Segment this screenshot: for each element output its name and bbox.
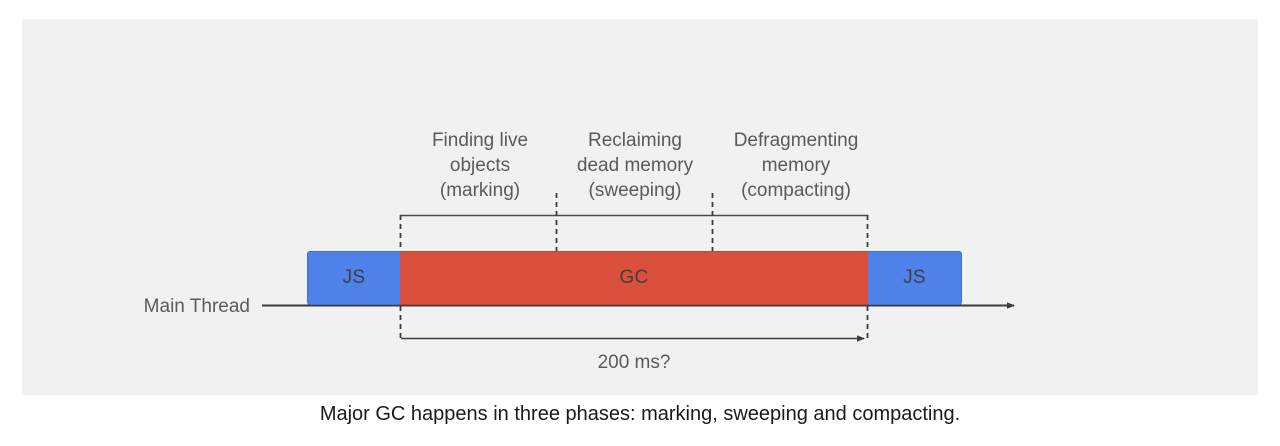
timeline-segment-gc: GC: [400, 251, 868, 305]
phase-label-marking: Finding live objects (marking): [431, 130, 529, 201]
slide-panel: [22, 19, 1258, 395]
timeline-segment-js-left: JS: [307, 251, 400, 305]
gc-duration-label: 200 ms?: [597, 352, 671, 373]
phase-label-compacting: Defragmenting memory (compacting): [733, 130, 859, 201]
main-thread-label: Main Thread: [143, 296, 250, 317]
figure-caption: Major GC happens in three phases: markin…: [319, 403, 961, 425]
phase-label-sweeping: Reclaiming dead memory (sweeping): [576, 130, 694, 201]
timeline-segment-js-right: JS: [868, 251, 962, 305]
